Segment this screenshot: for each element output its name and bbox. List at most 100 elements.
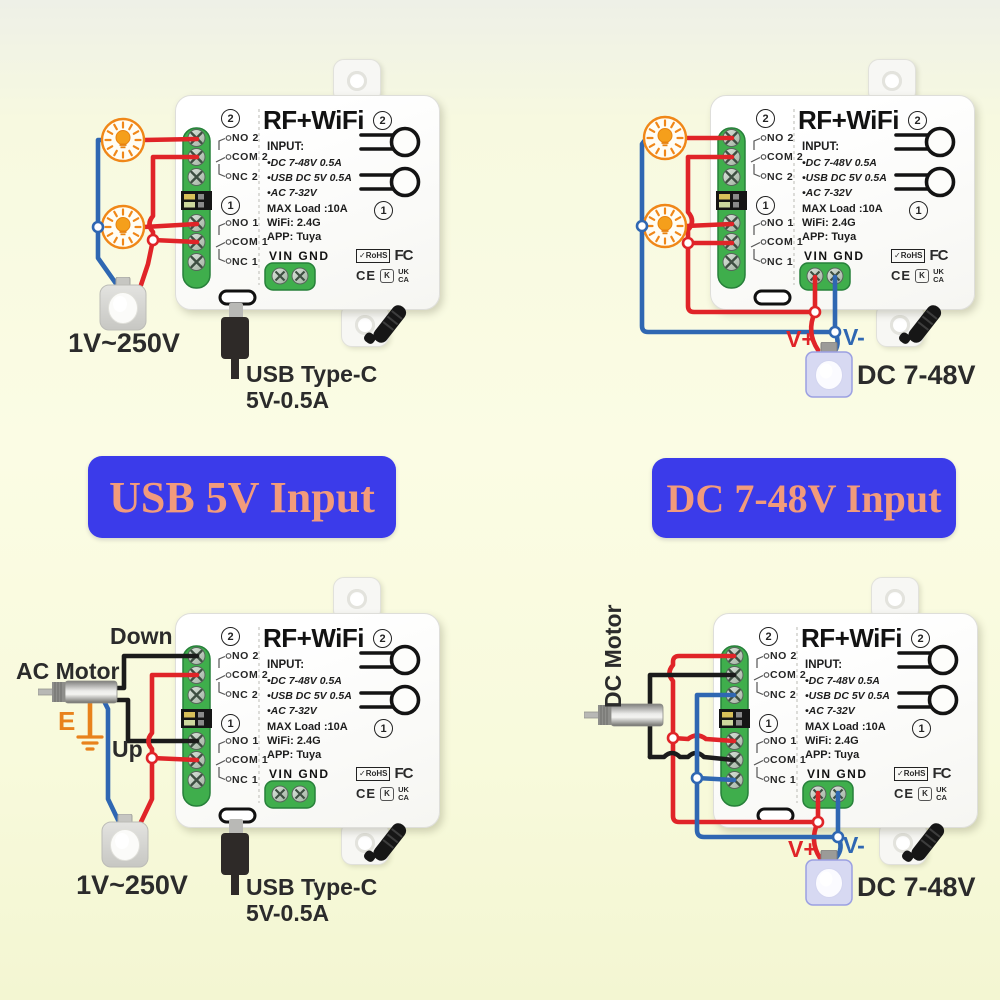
input-line-ac: •AC 7-32V [267, 187, 317, 199]
banner-text: DC 7-48V Input [666, 475, 942, 521]
terminal-label-com1: COM 1 [232, 754, 269, 766]
spec-wifi: WiFi: 2.4G [805, 735, 859, 747]
terminal-strip [719, 645, 750, 807]
usb-c-cable [221, 303, 249, 379]
terminal-label-no1: NO 1 [770, 735, 797, 747]
ce-mark: CE [894, 786, 915, 801]
v-plus-label: V+ [786, 326, 815, 352]
key-buttons[interactable] [359, 126, 421, 198]
usb-type-c-label: USB Type-C [246, 874, 378, 900]
terminal-strip [181, 127, 212, 289]
wires-bottom-left [76, 653, 200, 825]
certification-marks: ✓RoHS FC CE K UK CA [891, 247, 971, 283]
kc-mark: K [915, 268, 930, 283]
input-line-ac: •AC 7-32V [267, 705, 317, 717]
relay-module-bottom-left: RF+WiFi 2 1 2 1 NO 2 COM 2 NC 2 NO 1 COM… [175, 577, 440, 865]
banner-text: USB 5V Input [109, 472, 375, 522]
usb-type-c-label: USB Type-C [246, 361, 378, 387]
input-line-usb: •USB DC 5V 0.5A [267, 172, 352, 184]
mounting-hole [347, 589, 367, 609]
channel-2-badge: 2 [756, 109, 775, 128]
input-line-dc: •DC 7-48V 0.5A [267, 157, 342, 169]
input-line-usb: •USB DC 5V 0.5A [267, 690, 352, 702]
input-line-usb: •USB DC 5V 0.5A [802, 172, 887, 184]
spec-max-load: MAX Load :10A [802, 203, 883, 215]
terminal-label-nc2: NC 2 [767, 171, 794, 183]
spec-wifi: WiFi: 2.4G [267, 735, 321, 747]
input-line-dc: •DC 7-48V 0.5A [267, 675, 342, 687]
input-line-dc: •DC 7-48V 0.5A [802, 157, 877, 169]
key-buttons[interactable] [894, 126, 956, 198]
input-line-ac: •AC 7-32V [805, 705, 855, 717]
terminal-label-com2: COM 2 [767, 151, 804, 163]
terminal-label-no2: NO 2 [767, 132, 794, 144]
v-minus-label: V- [843, 832, 865, 858]
dc-voltage-label: DC 7-48V [857, 360, 976, 390]
spec-max-load: MAX Load :10A [267, 721, 348, 733]
relay-contact-symbols [750, 135, 767, 264]
channel-1-badge: 1 [759, 714, 778, 733]
module-hardware [181, 627, 421, 824]
spec-app: APP: Tuya [802, 231, 857, 243]
button-1-badge: 1 [909, 201, 928, 220]
certification-marks: ✓RoHS FC CE K UK CA [894, 765, 974, 801]
vin-gnd-label: VIN GND [269, 249, 330, 263]
rohs-mark: ✓RoHS [356, 766, 391, 781]
key-buttons[interactable] [897, 644, 959, 716]
dc-motor-label: DC Motor [600, 604, 626, 708]
up-label: Up [112, 736, 143, 762]
input-heading: INPUT: [267, 141, 305, 153]
terminal-label-nc1: NC 1 [232, 256, 259, 268]
relay-contact-symbols [215, 135, 232, 264]
fcc-mark: FC [932, 765, 951, 782]
relay-contact-symbols [215, 653, 232, 782]
spec-app: APP: Tuya [267, 749, 322, 761]
terminal-label-no1: NO 1 [232, 735, 259, 747]
mounting-hole [347, 71, 367, 91]
vin-gnd-terminal [264, 780, 316, 809]
terminal-label-com2: COM 2 [232, 151, 269, 163]
rohs-mark: ✓RoHS [894, 766, 929, 781]
antenna [363, 305, 407, 344]
usb-c-cable [221, 819, 249, 895]
rohs-mark: ✓RoHS [891, 248, 926, 263]
ac-plug-icon [99, 277, 147, 331]
relay-module-bottom-right: RF+WiFi 2 1 2 1 NO 2 COM 2 NC 2 NO 1 COM… [713, 577, 978, 865]
ukca-mark: UK CA [936, 785, 947, 802]
vin-gnd-label: VIN GND [269, 767, 330, 781]
mounting-hole [885, 589, 905, 609]
spec-app: APP: Tuya [267, 231, 322, 243]
channel-2-badge: 2 [221, 627, 240, 646]
ac-voltage-label: 1V~250V [68, 328, 180, 358]
channel-2-badge: 2 [221, 109, 240, 128]
channel-1-badge: 1 [756, 196, 775, 215]
terminal-label-nc1: NC 1 [767, 256, 794, 268]
channel-1-badge: 1 [221, 196, 240, 215]
ukca-mark: UK CA [398, 267, 409, 284]
terminal-strip [716, 127, 747, 289]
module-title: RF+WiFi [798, 105, 899, 135]
mounting-hole [882, 71, 902, 91]
ce-mark: CE [356, 268, 377, 283]
button-1-badge: 1 [374, 719, 393, 738]
spec-max-load: MAX Load :10A [805, 721, 886, 733]
button-1-badge: 1 [374, 201, 393, 220]
terminal-label-no1: NO 1 [767, 217, 794, 229]
dc-voltage-label: DC 7-48V [857, 872, 976, 902]
key-buttons[interactable] [359, 644, 421, 716]
usb-rating-label: 5V-0.5A [246, 900, 330, 926]
kc-mark: K [918, 786, 933, 801]
spec-wifi: WiFi: 2.4G [802, 217, 856, 229]
terminal-label-nc1: NC 1 [770, 774, 797, 786]
ac-voltage-label: 1V~250V [76, 870, 188, 900]
light-bulb-icon [642, 115, 688, 161]
input-line-usb: •USB DC 5V 0.5A [805, 690, 890, 702]
terminal-label-no2: NO 2 [232, 650, 259, 662]
v-minus-label: V- [843, 324, 865, 350]
terminal-label-no2: NO 2 [232, 132, 259, 144]
channel-2-badge: 2 [759, 627, 778, 646]
screw-terminals [187, 647, 206, 789]
usb-c-port[interactable] [753, 289, 792, 306]
module-title: RF+WiFi [801, 623, 902, 653]
spec-app: APP: Tuya [805, 749, 860, 761]
